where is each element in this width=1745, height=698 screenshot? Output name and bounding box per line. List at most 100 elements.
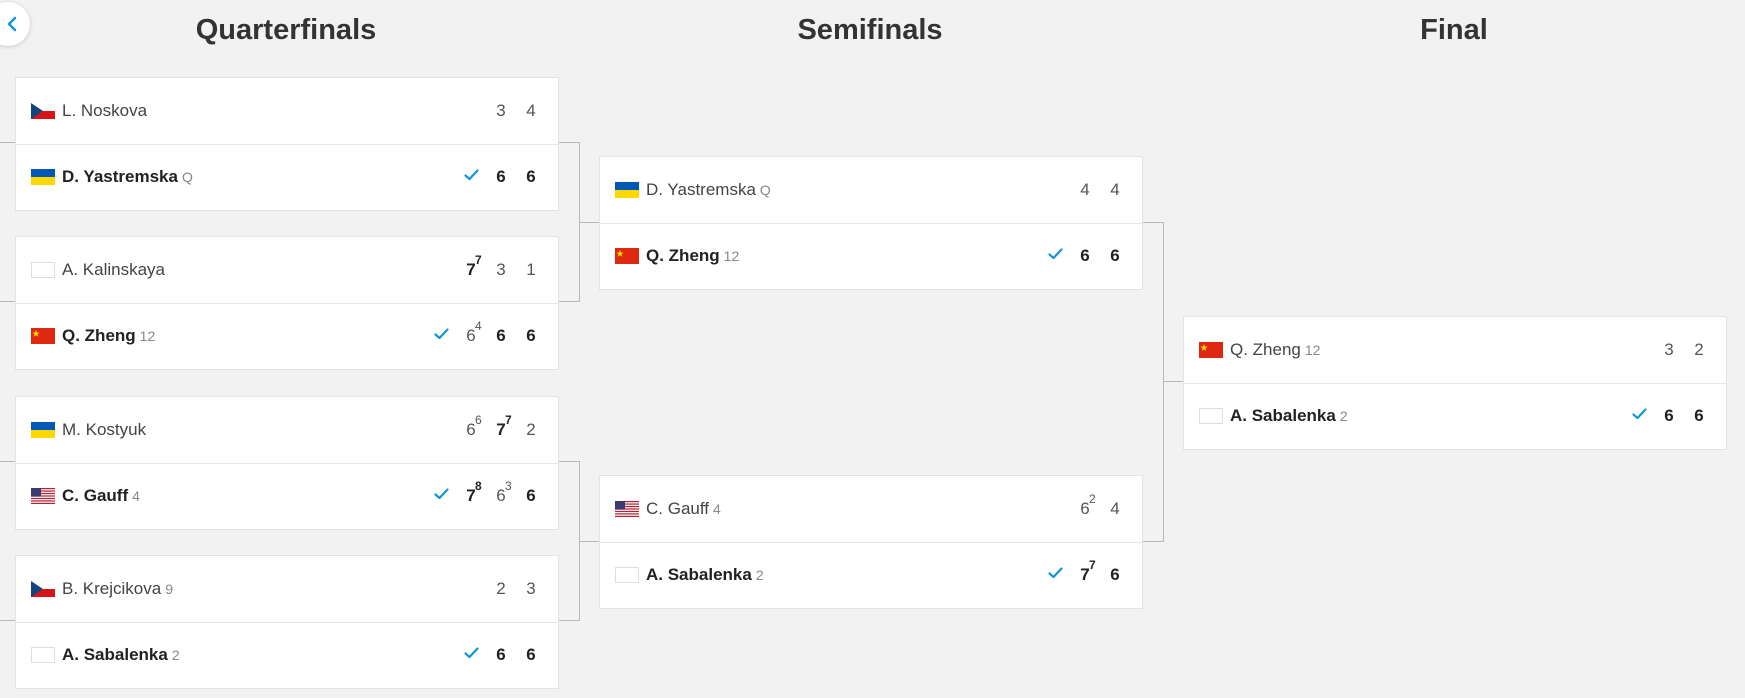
set-score-value: 6 [1664,406,1674,425]
player-seed: Q [181,169,193,185]
set-score-value: 6 [1694,406,1704,425]
flag-placeholder-icon [31,262,55,278]
back-button[interactable] [0,2,30,46]
player-name-text: B. Krejcikova [62,579,162,598]
flag-placeholder-icon [615,567,639,583]
player-name-text: D. Yastremska [646,180,756,199]
winner-check-icon [456,168,486,186]
set-score-value: 7 [1080,565,1090,584]
czech-flag-icon [31,581,55,597]
set-score-value: 6 [496,326,506,345]
set-score: 4 [1070,157,1100,223]
set-score-value: 6 [526,645,536,664]
winner-check-icon [1040,566,1070,584]
player-name-text: C. Gauff [62,486,129,505]
tiebreak-score: 8 [475,479,482,493]
player-seed: 9 [165,581,173,597]
player-name[interactable]: M. Kostyuk [62,397,146,463]
player-name[interactable]: L. Noskova [62,78,147,144]
player-name[interactable]: A. Kalinskaya [62,237,165,303]
player-name-text: A. Sabalenka [1230,406,1336,425]
player-seed: 12 [139,328,156,344]
set-score: 4 [1100,157,1130,223]
china-flag-icon [31,328,55,344]
flag-placeholder-icon [1199,408,1223,424]
player-name-text: Q. Zheng [646,246,720,265]
round-title-final: Final [1420,14,1488,46]
player-seed: 2 [755,567,764,583]
round-title-semifinals: Semifinals [797,14,943,46]
player-name-text: A. Sabalenka [62,645,168,664]
set-score-value: 6 [1080,499,1090,518]
set-score-value: 4 [526,101,536,120]
set-score: 6 [1070,223,1100,289]
set-score-value: 6 [1110,246,1120,265]
set-score-value: 1 [526,260,536,279]
player-name-text: M. Kostyuk [62,420,147,439]
set-score-value: 6 [526,326,536,345]
set-score-value: 3 [496,260,506,279]
set-score-value: 6 [496,645,506,664]
set-score-value: 4 [1110,180,1120,199]
player-name-text: C. Gauff [646,499,709,518]
usa-flag-icon [615,501,639,517]
player-seed: Q [759,182,771,198]
player-name-text: Q. Zheng [62,326,136,345]
set-score-value: 2 [496,579,506,598]
set-score: 3 [486,78,516,144]
bracket-connector [579,541,599,542]
set-score: 2 [516,397,546,463]
set-score: 6 [1100,223,1130,289]
round-title-quarterfinals: Quarterfinals [195,14,377,46]
set-score: 3 [1654,317,1684,383]
bracket-connector [1163,222,1164,542]
player-name-text: A. Sabalenka [646,565,752,584]
winner-check-icon [456,646,486,664]
tiebreak-score: 4 [475,319,482,333]
